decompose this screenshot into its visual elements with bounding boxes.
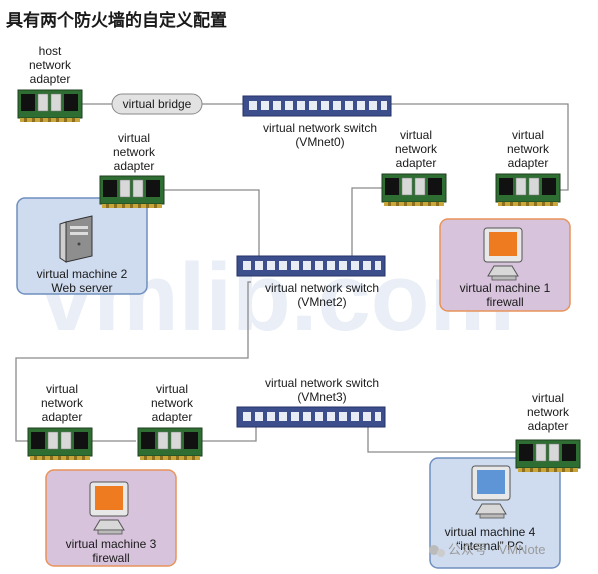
switch-vmnet0 bbox=[242, 95, 392, 117]
svg-text:network: network bbox=[41, 396, 84, 410]
svg-text:virtual: virtual bbox=[118, 131, 150, 145]
vm1-network-adapter-right bbox=[495, 173, 561, 207]
virtual-bridge-label: virtual bridge bbox=[123, 97, 192, 111]
vm3-adapter-left-label: virtual network adapter bbox=[41, 382, 84, 424]
vm3-box bbox=[45, 469, 177, 567]
switch3-label: virtual network switch (VMnet3) bbox=[265, 376, 379, 404]
vm3-network-adapter-right bbox=[137, 427, 203, 461]
svg-text:network: network bbox=[151, 396, 194, 410]
svg-text:“internal” PC: “internal” PC bbox=[456, 539, 524, 553]
svg-text:virtual network switch: virtual network switch bbox=[265, 281, 379, 295]
svg-text:network: network bbox=[29, 58, 72, 72]
virtual-bridge bbox=[111, 93, 203, 115]
svg-text:virtual machine 2: virtual machine 2 bbox=[37, 267, 128, 281]
svg-text:virtual: virtual bbox=[156, 382, 188, 396]
svg-text:host: host bbox=[39, 44, 62, 58]
svg-text:(VMnet3): (VMnet3) bbox=[297, 390, 346, 404]
server-tower-icon bbox=[59, 215, 93, 263]
vm1-monitor-icon bbox=[483, 227, 523, 281]
vm2-label: virtual machine 2 Web server bbox=[37, 267, 128, 295]
svg-text:network: network bbox=[507, 142, 550, 156]
host-network-adapter bbox=[17, 89, 83, 123]
svg-text:adapter: adapter bbox=[114, 159, 155, 173]
vm4-network-adapter bbox=[515, 439, 581, 473]
svg-text:virtual machine 4: virtual machine 4 bbox=[445, 525, 536, 539]
svg-text:adapter: adapter bbox=[508, 156, 549, 170]
svg-text:firewall: firewall bbox=[92, 551, 129, 565]
svg-text:virtual: virtual bbox=[400, 128, 432, 142]
svg-text:adapter: adapter bbox=[152, 410, 193, 424]
svg-text:virtual: virtual bbox=[46, 382, 78, 396]
switch0-label: virtual network switch (VMnet0) bbox=[263, 121, 377, 149]
switch-vmnet2 bbox=[236, 255, 386, 277]
vm2-adapter-label: virtual network adapter bbox=[113, 131, 156, 173]
page-title: 具有两个防火墙的自定义配置 bbox=[6, 11, 227, 31]
svg-text:公众号 · VMNote: 公众号 · VMNote bbox=[448, 542, 546, 557]
svg-text:(VMnet0): (VMnet0) bbox=[295, 135, 344, 149]
switch-vmnet3 bbox=[236, 406, 386, 428]
vm1-adapter-left-label: virtual network adapter bbox=[395, 128, 438, 170]
svg-text:virtual network switch: virtual network switch bbox=[263, 121, 377, 135]
svg-text:virtual: virtual bbox=[532, 391, 564, 405]
svg-text:network: network bbox=[527, 405, 570, 419]
svg-text:network: network bbox=[395, 142, 438, 156]
switch2-label: virtual network switch (VMnet2) bbox=[265, 281, 379, 309]
vm1-label: virtual machine 1 firewall bbox=[460, 281, 551, 309]
vm3-monitor-icon bbox=[89, 481, 129, 535]
svg-text:firewall: firewall bbox=[486, 295, 523, 309]
svg-text:adapter: adapter bbox=[396, 156, 437, 170]
vm4-adapter-label: virtual network adapter bbox=[527, 391, 570, 433]
vm4-label: virtual machine 4 “internal” PC bbox=[445, 525, 536, 553]
vm2-network-adapter bbox=[99, 175, 165, 209]
svg-text:(VMnet2): (VMnet2) bbox=[297, 295, 346, 309]
svg-text:Web server: Web server bbox=[51, 281, 112, 295]
vm4-monitor-icon bbox=[471, 465, 511, 519]
vm3-network-adapter-left bbox=[27, 427, 93, 461]
svg-text:virtual machine 3: virtual machine 3 bbox=[66, 537, 157, 551]
svg-text:adapter: adapter bbox=[528, 419, 569, 433]
vm1-box bbox=[439, 218, 571, 312]
svg-text:virtual machine 1: virtual machine 1 bbox=[460, 281, 551, 295]
vm3-adapter-right-label: virtual network adapter bbox=[151, 382, 194, 424]
svg-text:adapter: adapter bbox=[42, 410, 83, 424]
vm3-label: virtual machine 3 firewall bbox=[66, 537, 157, 565]
svg-text:adapter: adapter bbox=[30, 72, 71, 86]
host-adapter-label: host network adapter bbox=[29, 44, 72, 86]
source-watermark: 公众号 · VMNote bbox=[429, 542, 546, 557]
svg-text:virtual network switch: virtual network switch bbox=[265, 376, 379, 390]
svg-text:network: network bbox=[113, 145, 156, 159]
wechat-icon bbox=[429, 545, 439, 555]
vm1-network-adapter-left bbox=[381, 173, 447, 207]
svg-text:virtual: virtual bbox=[512, 128, 544, 142]
vm1-adapter-right-label: virtual network adapter bbox=[507, 128, 550, 170]
